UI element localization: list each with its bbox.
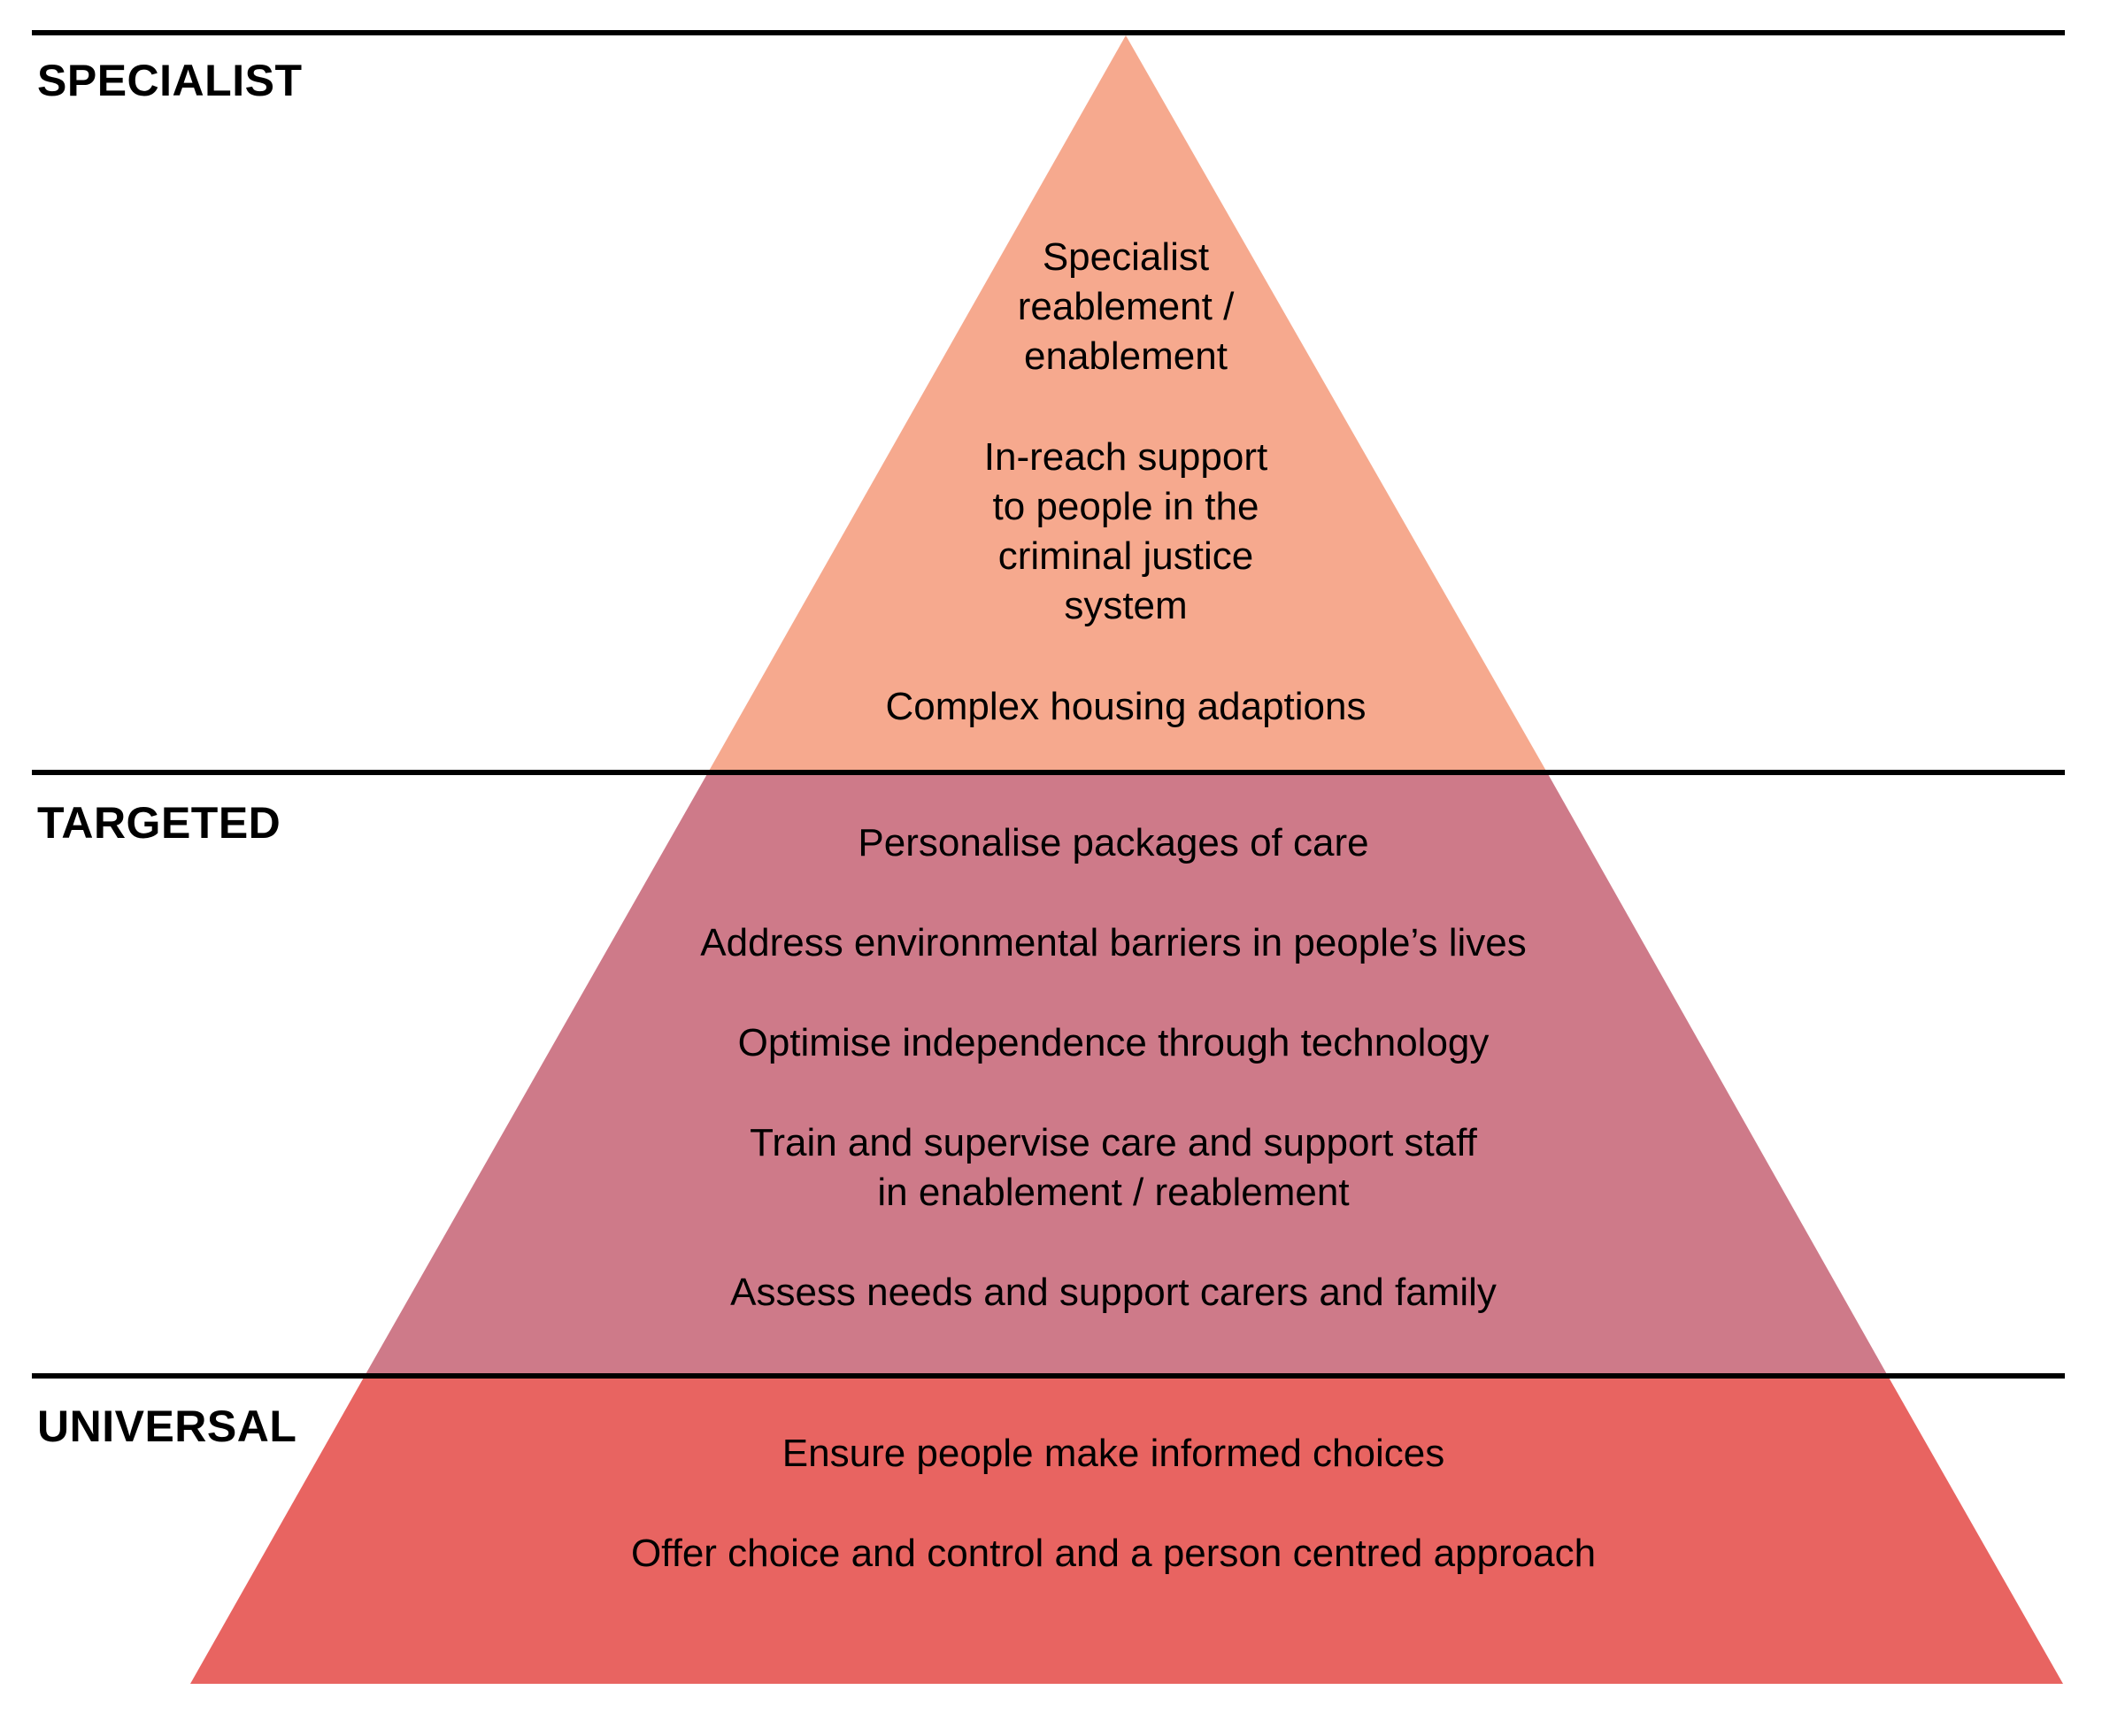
targeted-item-assess-carers: Assess needs and support carers and fami… [730, 1271, 1497, 1314]
specialist-item-housing-adaptions: Complex housing adaptions [885, 685, 1367, 728]
universal-item-choice-control: Offer choice and control and a person ce… [630, 1532, 1597, 1575]
specialist-tier-label: SPECIALIST [37, 56, 303, 105]
targeted-tier-label: TARGETED [37, 798, 281, 848]
universal-item-informed-choices: Ensure people make informed choices [782, 1432, 1445, 1475]
targeted-item-technology: Optimise independence through technology [737, 1021, 1490, 1064]
targeted-tier-shape [365, 772, 1888, 1376]
universal-tier-shape [190, 1376, 2063, 1684]
universal-tier-label: UNIVERSAL [37, 1402, 297, 1451]
targeted-item-personalise-care: Personalise packages of care [858, 821, 1369, 864]
targeted-item-environmental-barriers: Address environmental barriers in people… [700, 921, 1527, 964]
specialist-tier-shape [708, 35, 1547, 772]
targeted-item-train-staff: Train and supervise care and support sta… [750, 1121, 1477, 1214]
